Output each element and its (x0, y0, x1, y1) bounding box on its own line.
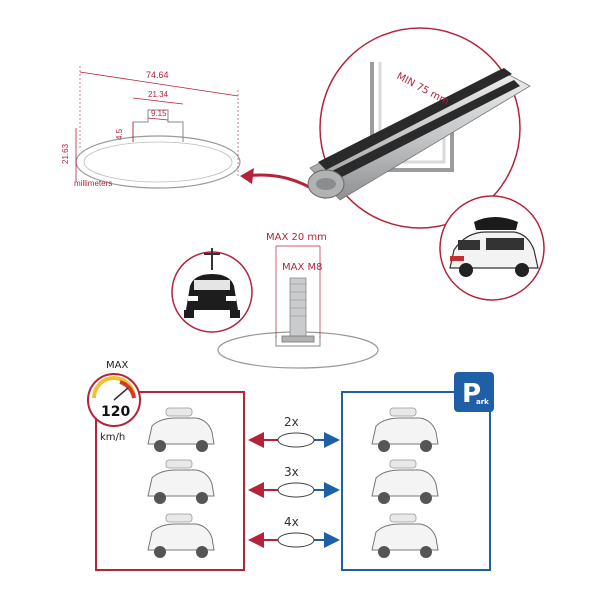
park-text: ark (476, 398, 489, 406)
suv-with-roof-box-icon (439, 195, 545, 301)
row-2-multiplier: 3x (284, 465, 299, 479)
dim-slot-depth: 4.5 (115, 128, 124, 140)
speed-unit: km/h (100, 432, 125, 443)
dim-inner-width: 21.34 (148, 90, 169, 99)
row-1-multiplier: 2x (284, 415, 299, 429)
zoom-arrow-head (240, 168, 254, 184)
row-3: 4x (248, 515, 340, 548)
car-left-2 (147, 459, 215, 504)
bike-on-car-icon (171, 248, 253, 333)
park-letter: P (462, 379, 481, 409)
parking-sign-icon: P ark (454, 372, 494, 412)
bolt-thread: MAX M8 (282, 262, 323, 273)
bolt-profile: MAX 20 mm MAX M8 (217, 232, 379, 369)
zoom-circle-icon: MIN 75 mm (307, 27, 531, 229)
double-arrow-icon (248, 532, 340, 548)
dim-slot-width: 9.15 (151, 109, 167, 118)
double-arrow-icon (248, 482, 340, 498)
speedometer-icon: MAX 120 km/h (87, 360, 141, 443)
dim-unit: millimeters (74, 179, 112, 188)
row-3-multiplier: 4x (284, 515, 299, 529)
car-right-1 (371, 407, 439, 452)
bolt-max-length: MAX 20 mm (266, 232, 327, 243)
row-1: 2x (248, 415, 340, 448)
car-left-1 (147, 407, 215, 452)
row-2: 3x (248, 465, 340, 498)
speed-value: 120 (101, 404, 130, 420)
profile-cross-section: 74.64 21.34 9.15 4.5 21.63 millimeters (61, 66, 241, 189)
driving-panel: MAX 120 km/h (87, 360, 245, 571)
car-right-2 (371, 459, 439, 504)
double-arrow-icon (248, 432, 340, 448)
dim-height: 21.63 (61, 143, 70, 164)
dim-width: 74.64 (146, 70, 169, 80)
parked-panel: P ark (341, 372, 494, 571)
speed-max-label: MAX (106, 360, 128, 371)
car-left-3 (147, 513, 215, 558)
car-right-3 (371, 513, 439, 558)
